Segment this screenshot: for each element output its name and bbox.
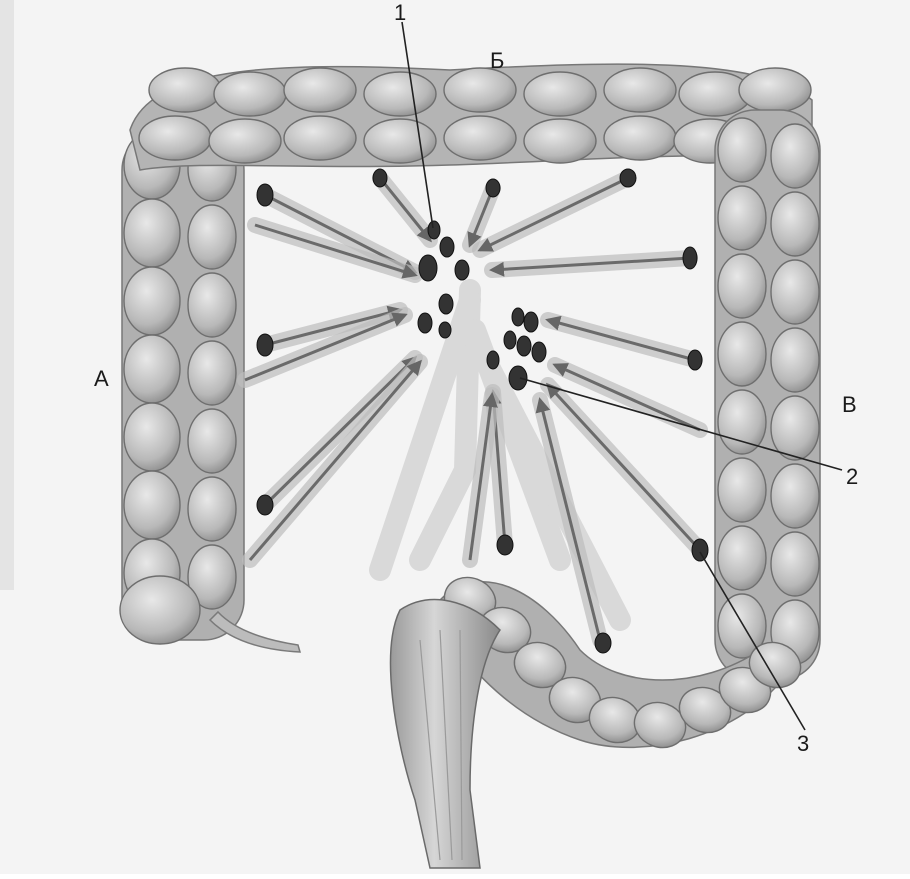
lymph-node [487, 351, 499, 369]
haustrum [718, 390, 766, 454]
lymph-node [688, 350, 702, 370]
haustrum [444, 116, 516, 160]
haustrum [718, 526, 766, 590]
lymph-node [512, 308, 524, 326]
transverse-colon [130, 64, 812, 170]
haustrum [718, 118, 766, 182]
haustrum [771, 260, 819, 324]
lymph-node [524, 312, 538, 332]
lymph-node [595, 633, 611, 653]
label-1: 1 [394, 2, 406, 24]
haustrum [604, 116, 676, 160]
haustrum [771, 328, 819, 392]
haustrum [139, 116, 211, 160]
haustrum [771, 124, 819, 188]
haustrum [188, 205, 236, 269]
lymph-node [683, 247, 697, 269]
left-edge-shade [0, 0, 14, 590]
lymph-node [455, 260, 469, 280]
label-b: Б [490, 50, 504, 72]
haustrum [718, 322, 766, 386]
haustrum [188, 409, 236, 473]
lymph-node [504, 331, 516, 349]
haustrum [718, 458, 766, 522]
haustrum [364, 72, 436, 116]
lymph-node [440, 237, 454, 257]
descending-colon [715, 110, 820, 680]
haustrum [739, 68, 811, 112]
lymph-node [497, 535, 513, 555]
lymph-node [418, 313, 432, 333]
haustrum [444, 68, 516, 112]
haustrum [771, 396, 819, 460]
haustrum [124, 335, 180, 403]
lymph-node [532, 342, 546, 362]
haustrum [124, 267, 180, 335]
label-v: В [842, 394, 857, 416]
haustrum [364, 119, 436, 163]
lymph-node [257, 334, 273, 356]
ascending-colon [120, 130, 244, 644]
lymph-node [517, 336, 531, 356]
lymph-node [257, 184, 273, 206]
haustrum [124, 199, 180, 267]
lymph-node [419, 255, 437, 281]
lymph-node [373, 169, 387, 187]
haustrum [524, 119, 596, 163]
haustrum [771, 464, 819, 528]
haustrum [188, 273, 236, 337]
lymph-node [620, 169, 636, 187]
haustrum [718, 186, 766, 250]
haustrum [124, 471, 180, 539]
label-2: 2 [846, 466, 858, 488]
haustrum [188, 477, 236, 541]
haustrum [149, 68, 221, 112]
haustrum [124, 403, 180, 471]
haustrum [718, 254, 766, 318]
haustrum [214, 72, 286, 116]
lymph-node [486, 179, 500, 197]
lymph-node [439, 322, 451, 338]
haustrum [284, 116, 356, 160]
caecum [120, 576, 200, 644]
lymph-node [257, 495, 273, 515]
label-a: А [94, 368, 109, 390]
lymph-node [428, 221, 440, 239]
label-3: 3 [797, 733, 809, 755]
lymph-node [692, 539, 708, 561]
lymph-node [509, 366, 527, 390]
haustrum [284, 68, 356, 112]
haustrum [771, 532, 819, 596]
haustrum [524, 72, 596, 116]
haustrum [771, 192, 819, 256]
haustrum [209, 119, 281, 163]
lymph-node [439, 294, 453, 314]
haustrum [188, 341, 236, 405]
haustrum [604, 68, 676, 112]
